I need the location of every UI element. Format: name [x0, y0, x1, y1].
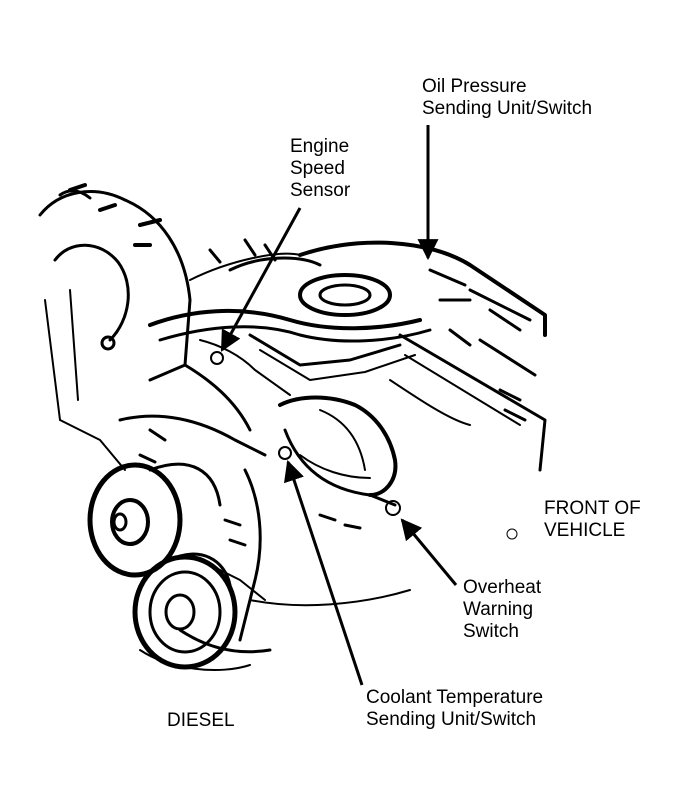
coolant-label: Coolant Temperature Sending Unit/Switch — [366, 687, 548, 730]
overheat-label: Overheat Warning Switch — [463, 577, 546, 642]
engine-illustration — [38, 183, 547, 671]
engine-speed-leader — [220, 207, 302, 352]
engine-speed-label: Engine Speed Sensor — [290, 136, 354, 201]
engine-type-label: DIESEL — [167, 710, 235, 731]
oil-pressure-label: Oil Pressure Sending Unit/Switch — [422, 76, 592, 119]
front-of-vehicle-label: FRONT OF VEHICLE — [544, 498, 646, 541]
coolant-leader — [283, 460, 364, 686]
overheat-leader — [400, 518, 458, 586]
